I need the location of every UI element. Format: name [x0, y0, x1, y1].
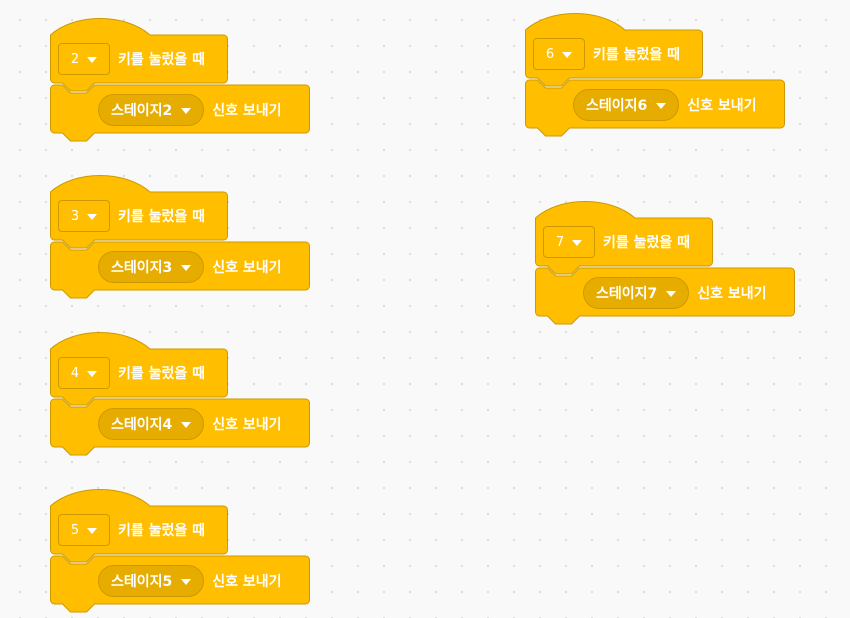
broadcast-label: 신호 보내기: [697, 286, 767, 302]
key-dropdown[interactable]: 4: [58, 357, 110, 389]
dropdown-arrow-icon: [666, 290, 677, 297]
key-value: 3: [70, 208, 80, 224]
key-dropdown[interactable]: 6: [533, 38, 585, 70]
broadcast-label: 신호 보내기: [687, 98, 757, 114]
dropdown-arrow-icon: [181, 578, 192, 585]
when-key-pressed-block[interactable]: 3 키를 눌렀을 때: [58, 200, 205, 232]
broadcast-label: 신호 보내기: [212, 260, 282, 276]
event-script[interactable]: 4 키를 눌렀을 때 스테이지4 신호 보내기: [50, 331, 312, 459]
event-script[interactable]: 5 키를 눌렀을 때 스테이지5 신호 보내기: [50, 488, 312, 616]
dropdown-arrow-icon: [87, 213, 98, 220]
message-dropdown[interactable]: 스테이지6: [573, 89, 680, 121]
when-key-pressed-block[interactable]: 2 키를 눌렀을 때: [58, 43, 205, 75]
message-dropdown[interactable]: 스테이지5: [98, 565, 205, 597]
dropdown-arrow-icon: [87, 527, 98, 534]
event-script[interactable]: 6 키를 눌렀을 때 스테이지6 신호 보내기: [525, 12, 787, 140]
hat-label: 키를 눌렀을 때: [603, 235, 691, 251]
event-script[interactable]: 3 키를 눌렀을 때 스테이지3 신호 보내기: [50, 174, 312, 302]
message-dropdown[interactable]: 스테이지3: [98, 251, 205, 283]
message-value: 스테이지4: [111, 417, 173, 433]
hat-label: 키를 눌렀을 때: [118, 209, 206, 225]
hat-label: 키를 눌렀을 때: [118, 52, 206, 68]
broadcast-block[interactable]: 스테이지2 신호 보내기: [98, 93, 282, 127]
event-script[interactable]: 7 키를 눌렀을 때 스테이지7 신호 보내기: [535, 200, 797, 328]
broadcast-block[interactable]: 스테이지7 신호 보내기: [583, 276, 767, 310]
broadcast-label: 신호 보내기: [212, 417, 282, 433]
broadcast-block[interactable]: 스테이지6 신호 보내기: [573, 88, 757, 122]
broadcast-label: 신호 보내기: [212, 574, 282, 590]
hat-label: 키를 눌렀을 때: [118, 523, 206, 539]
broadcast-label: 신호 보내기: [212, 103, 282, 119]
message-value: 스테이지7: [596, 286, 658, 302]
message-value: 스테이지2: [111, 103, 173, 119]
message-dropdown[interactable]: 스테이지2: [98, 94, 205, 126]
dropdown-arrow-icon: [562, 51, 573, 58]
when-key-pressed-block[interactable]: 4 키를 눌렀을 때: [58, 357, 205, 389]
broadcast-block[interactable]: 스테이지4 신호 보내기: [98, 407, 282, 441]
message-dropdown[interactable]: 스테이지4: [98, 408, 205, 440]
key-dropdown[interactable]: 2: [58, 43, 110, 75]
hat-label: 키를 눌렀을 때: [593, 47, 681, 63]
when-key-pressed-block[interactable]: 7 키를 눌렀을 때: [543, 226, 690, 258]
hat-label: 키를 눌렀을 때: [118, 366, 206, 382]
broadcast-block[interactable]: 스테이지5 신호 보내기: [98, 564, 282, 598]
dropdown-arrow-icon: [181, 107, 192, 114]
key-value: 2: [70, 51, 80, 67]
when-key-pressed-block[interactable]: 5 키를 눌렀을 때: [58, 514, 205, 546]
message-value: 스테이지3: [111, 260, 173, 276]
dropdown-arrow-icon: [181, 421, 192, 428]
broadcast-block[interactable]: 스테이지3 신호 보내기: [98, 250, 282, 284]
key-dropdown[interactable]: 7: [543, 226, 595, 258]
key-value: 6: [545, 46, 555, 62]
message-value: 스테이지5: [111, 574, 173, 590]
key-value: 4: [70, 365, 80, 381]
dropdown-arrow-icon: [181, 264, 192, 271]
when-key-pressed-block[interactable]: 6 키를 눌렀을 때: [533, 38, 680, 70]
dropdown-arrow-icon: [656, 102, 667, 109]
dropdown-arrow-icon: [87, 370, 98, 377]
key-dropdown[interactable]: 5: [58, 514, 110, 546]
message-value: 스테이지6: [586, 98, 648, 114]
message-dropdown[interactable]: 스테이지7: [583, 277, 690, 309]
key-dropdown[interactable]: 3: [58, 200, 110, 232]
dropdown-arrow-icon: [87, 56, 98, 63]
key-value: 7: [555, 234, 565, 250]
event-script[interactable]: 2 키를 눌렀을 때 스테이지2 신호 보내기: [50, 17, 312, 145]
key-value: 5: [70, 522, 80, 538]
dropdown-arrow-icon: [572, 239, 583, 246]
